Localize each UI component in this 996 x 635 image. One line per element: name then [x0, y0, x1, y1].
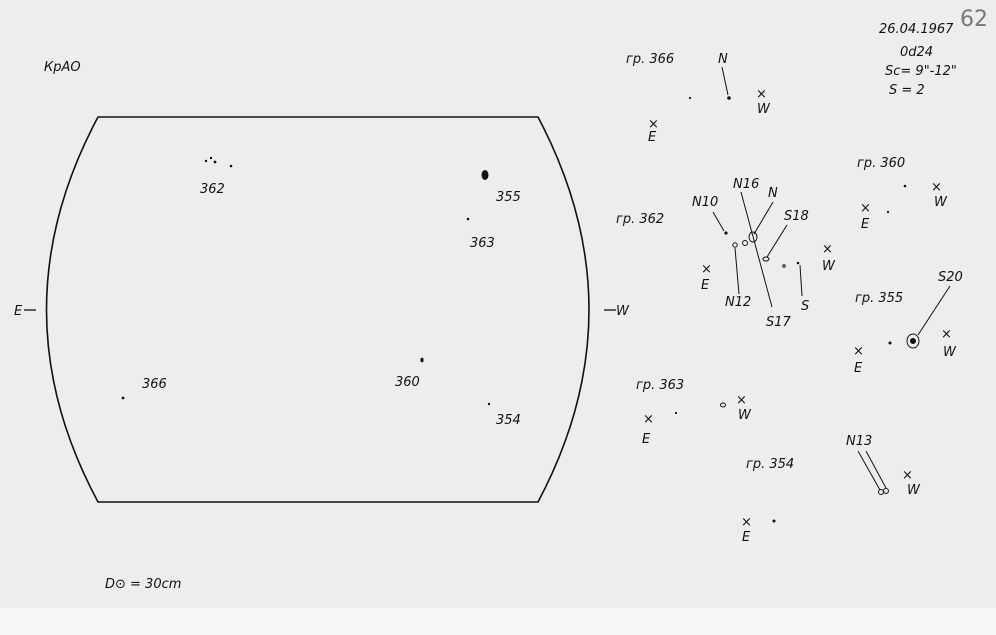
svg-text:×: × — [701, 262, 712, 277]
svg-text:W: W — [757, 102, 771, 117]
solar-disk-outline — [45, 116, 590, 503]
svg-text:S: S — [801, 299, 809, 314]
svg-text:W: W — [943, 345, 957, 360]
observatory-label: КрАО — [44, 60, 81, 75]
disk-group-355: 355 — [496, 190, 521, 205]
svg-text:×: × — [931, 180, 942, 195]
svg-text:×: × — [822, 242, 833, 257]
svg-text:S17: S17 — [766, 315, 792, 330]
svg-text:гр. 366: гр. 366 — [626, 52, 674, 67]
svg-text:×: × — [736, 393, 747, 408]
svg-text:E: E — [861, 217, 870, 232]
svg-text:N: N — [768, 186, 778, 201]
svg-text:×: × — [860, 201, 871, 216]
svg-text:N12: N12 — [725, 295, 751, 310]
disk-group-360: 360 — [395, 375, 420, 390]
group-366-detail: гр. 366 N ×E ×W — [626, 52, 771, 145]
s-value: S = 2 — [889, 83, 925, 98]
disk-group-362: 362 — [200, 182, 225, 197]
svg-text:гр. 362: гр. 362 — [616, 212, 664, 227]
svg-text:N16: N16 — [733, 177, 759, 192]
svg-text:×: × — [853, 344, 864, 359]
time: 0d24 — [900, 45, 933, 60]
svg-text:E: E — [742, 530, 751, 545]
disk-spots — [121, 156, 491, 406]
svg-text:W: W — [738, 408, 752, 423]
disk-group-366: 366 — [142, 377, 167, 392]
svg-text:N10: N10 — [692, 195, 718, 210]
svg-text:W: W — [934, 195, 948, 210]
svg-text:E: E — [854, 361, 863, 376]
svg-text:гр. 363: гр. 363 — [636, 378, 684, 393]
svg-text:S18: S18 — [784, 209, 809, 224]
svg-text:E: E — [701, 278, 710, 293]
svg-text:E: E — [642, 432, 651, 447]
svg-text:×: × — [648, 117, 659, 132]
seeing: Sc= 9"-12" — [885, 64, 957, 79]
svg-text:W: W — [907, 483, 921, 498]
group-354-detail: гр. 354 ×E — [741, 457, 794, 545]
svg-text:×: × — [941, 327, 952, 342]
svg-text:×: × — [741, 515, 752, 530]
date: 26.04.1967 — [879, 22, 954, 37]
disk-group-354: 354 — [496, 413, 521, 428]
svg-text:гр. 354: гр. 354 — [746, 457, 794, 472]
svg-text:×: × — [756, 87, 767, 102]
observation-sheet — [0, 0, 996, 608]
disk-diameter: D⊙ = 30cm — [105, 577, 181, 592]
disk-group-363: 363 — [470, 236, 495, 251]
group-355-detail: гр. 355 S20 × E × W — [853, 270, 963, 376]
svg-text:N: N — [718, 52, 728, 67]
group-n13-detail: N13 ×W — [846, 434, 921, 498]
svg-text:×: × — [643, 412, 654, 427]
east-label: E — [14, 304, 23, 319]
svg-text:S20: S20 — [938, 270, 963, 285]
svg-text:×: × — [902, 468, 913, 483]
svg-text:E: E — [648, 130, 657, 145]
scan-margin — [0, 608, 996, 635]
svg-text:N13: N13 — [846, 434, 872, 449]
svg-text:гр. 360: гр. 360 — [857, 156, 905, 171]
group-362-detail: гр. 362 N10 N16 N S18 N12 S17 S ×E ×W — [616, 177, 836, 330]
group-363-detail: гр. 363 ×E ×W — [636, 378, 752, 447]
west-label: W — [616, 304, 630, 319]
group-360-detail: гр. 360 ×E ×W — [857, 156, 948, 232]
page-number: 62 — [960, 7, 988, 32]
svg-text:W: W — [822, 259, 836, 274]
svg-text:гр. 355: гр. 355 — [855, 291, 903, 306]
